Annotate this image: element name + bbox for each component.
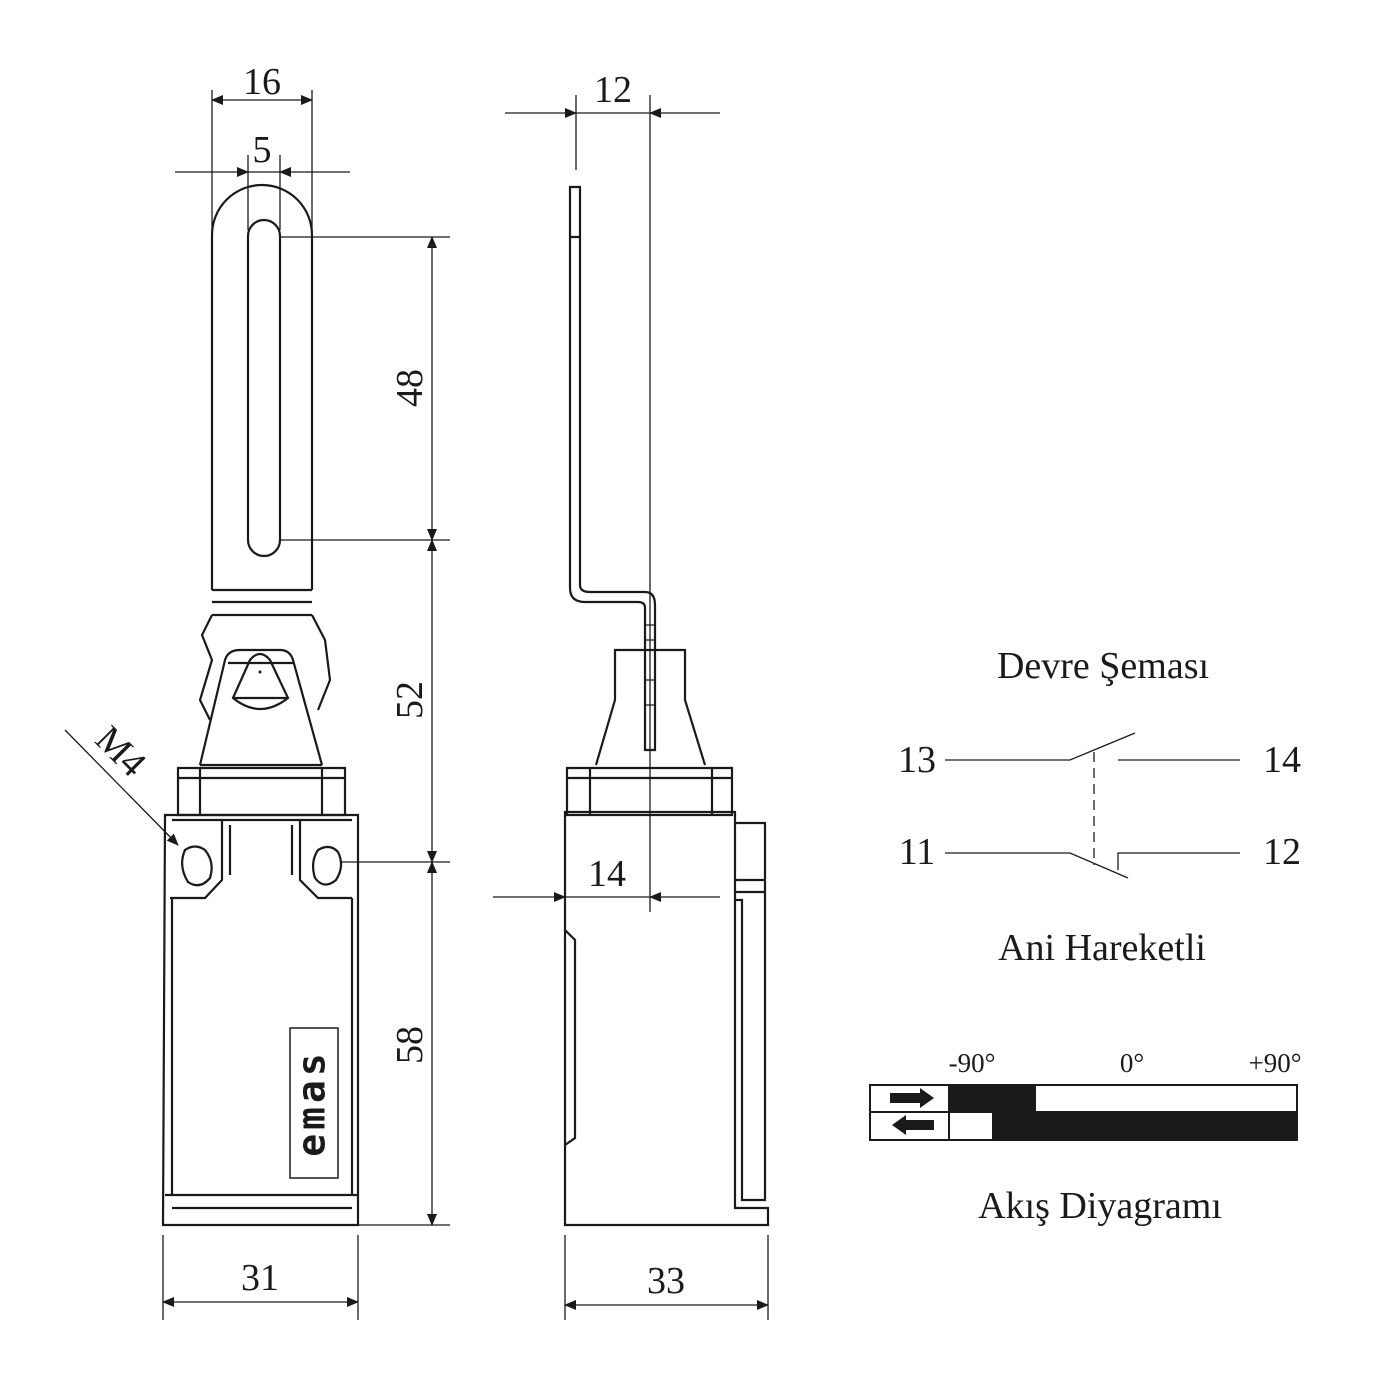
- side-dimensions: 12 14 33: [493, 69, 769, 1320]
- angle-0: 0°: [1120, 1048, 1144, 1078]
- flow-bar-forward: [949, 1085, 1036, 1112]
- dim-58: 58: [389, 1026, 431, 1064]
- lever-hub: [198, 614, 332, 721]
- angle-plus-90: +90°: [1248, 1048, 1301, 1078]
- emas-logo: emas: [289, 1027, 339, 1179]
- head: [176, 763, 347, 817]
- switch-type-label: Ani Hareketli: [998, 927, 1206, 969]
- flow-diagram: -90° 0° +90° Akış Diyagramı: [869, 1048, 1302, 1227]
- front-dimensions: 16 5 48 52 58 31: [162, 61, 450, 1320]
- mount-hole-left: [181, 845, 213, 887]
- terminal-13: 13: [898, 739, 936, 781]
- dim-m4: M4: [87, 718, 154, 785]
- dim-33: 33: [647, 1260, 685, 1302]
- dim-14: 14: [588, 853, 626, 895]
- front-view: emas M4: [64, 183, 360, 1227]
- actuator: [198, 648, 324, 766]
- dim-48: 48: [389, 369, 431, 407]
- body: [161, 813, 360, 1227]
- flow-bar-return: [992, 1112, 1297, 1140]
- dim-5: 5: [253, 129, 272, 171]
- circuit-title: Devre Şeması: [997, 645, 1209, 687]
- arrow-left-icon: [892, 1115, 934, 1135]
- side-body: [563, 810, 770, 1227]
- arrow-right-icon: [890, 1088, 934, 1108]
- lever: [210, 183, 314, 590]
- lever-slot: [246, 218, 282, 558]
- dim-31: 31: [241, 1257, 279, 1299]
- dim-16: 16: [243, 61, 281, 103]
- terminal-12: 12: [1263, 831, 1301, 873]
- terminal-11: 11: [899, 831, 936, 873]
- side-lever: [568, 185, 657, 752]
- side-view: [563, 185, 770, 1227]
- mount-hole-right: [311, 845, 343, 886]
- circuit-diagram: Devre Şeması 13 14 11 12 Ani Hareketli: [898, 645, 1301, 969]
- dim-12: 12: [594, 69, 632, 111]
- flow-title: Akış Diyagramı: [978, 1185, 1222, 1227]
- angle-minus-90: -90°: [949, 1048, 996, 1078]
- terminal-14: 14: [1263, 739, 1301, 781]
- svg-text:emas: emas: [290, 1049, 334, 1157]
- dim-52: 52: [389, 681, 431, 719]
